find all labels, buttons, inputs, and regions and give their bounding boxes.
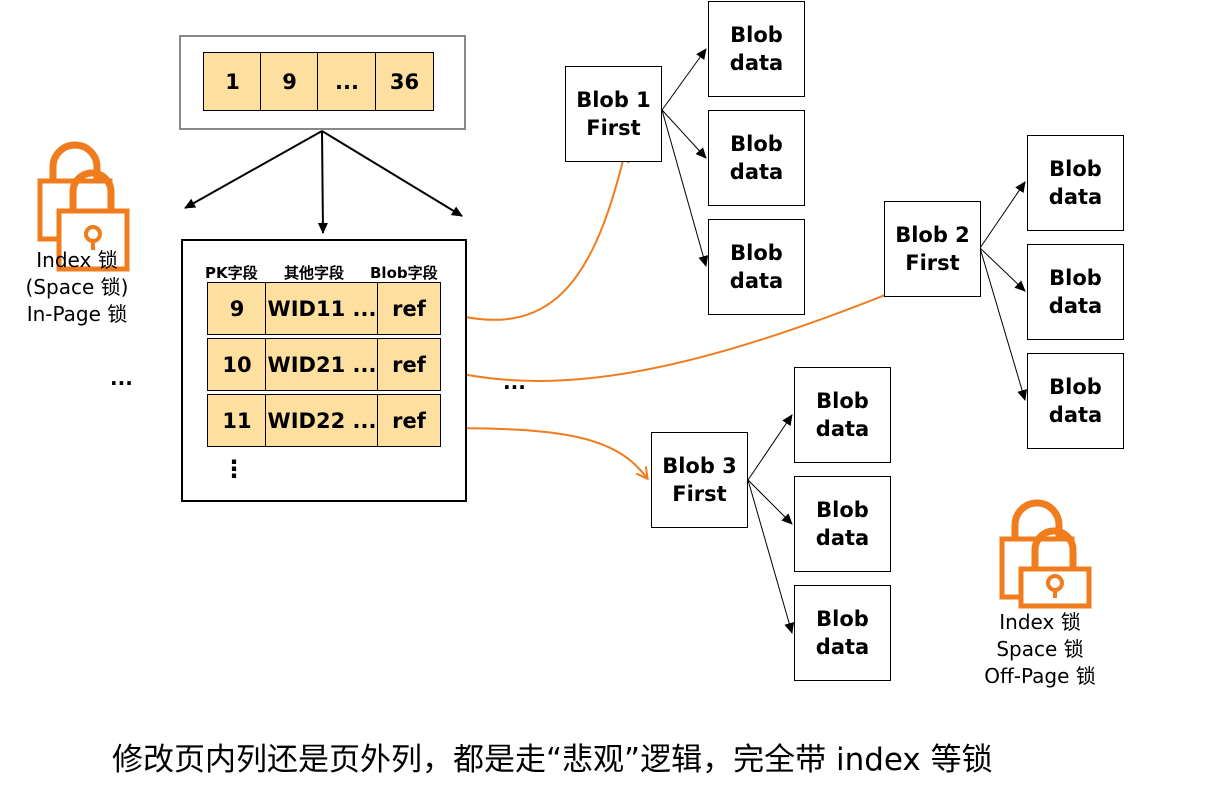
blob-data-page: Blob data [1027, 244, 1124, 340]
blob-data-label: Blob [730, 132, 783, 156]
root-arrow-right [321, 130, 463, 217]
blob-data-page: Blob data [708, 1, 805, 97]
root-key: ... [317, 52, 377, 111]
root-key: 9 [260, 52, 319, 111]
blob-first-label: Blob 2 [895, 223, 970, 247]
ellipsis-mid: ... [503, 370, 526, 394]
row-pk: 10 [207, 338, 267, 391]
blob-data-label: Blob [816, 607, 869, 631]
blob-first-label: Blob 1 [576, 88, 651, 112]
blob-first-2: Blob 2 First [884, 201, 981, 297]
header-pk: PK字段 [205, 264, 258, 282]
blob-data-label: data [815, 417, 870, 441]
blob-data-label: data [729, 160, 784, 184]
blob-data-page: Blob data [794, 476, 891, 572]
root-arrow-left [184, 130, 323, 209]
caption: 修改页内列还是页外列，都是走“悲观”逻辑，完全带 index 等锁 [112, 742, 993, 778]
row-pk: 11 [207, 394, 267, 447]
blob-first-label: First [672, 482, 727, 506]
ref-arrow-2 [439, 287, 905, 382]
lock-icon [999, 499, 1092, 609]
leaf-more-rows: ⋮ [222, 455, 246, 483]
root-arrow-mid [317, 130, 328, 234]
left-lock-line: Index 锁 [36, 248, 118, 272]
ref-arrow-1 [439, 152, 625, 321]
right-lock-line: Index 锁 [999, 610, 1081, 634]
blob-data-page: Blob data [708, 110, 805, 206]
blob-data-label: data [729, 51, 784, 75]
row-other: WID22 ... [265, 394, 379, 447]
lock-icon [37, 141, 130, 272]
row-blob-ref: ref [377, 338, 441, 391]
blob-data-page: Blob data [708, 219, 805, 315]
blob-first-label: First [586, 116, 641, 140]
blob-first-1: Blob 1 First [565, 66, 662, 162]
blob-data-label: Blob [1049, 266, 1102, 290]
blob-data-label: data [1048, 294, 1103, 318]
row-other: WID21 ... [265, 338, 379, 391]
blob-data-label: Blob [730, 23, 783, 47]
blob-data-label: Blob [816, 389, 869, 413]
right-lock-label: Index 锁 Space 锁 Off-Page 锁 [965, 609, 1115, 690]
blob-data-page: Blob data [794, 367, 891, 463]
blob-data-label: data [815, 635, 870, 659]
left-lock-line: In-Page 锁 [26, 302, 128, 326]
header-blob: Blob字段 [370, 264, 438, 282]
row-blob-ref: ref [377, 394, 441, 447]
blob-data-label: data [1048, 403, 1103, 427]
left-lock-line: (Space 锁) [25, 275, 129, 299]
blob-first-3: Blob 3 First [651, 432, 748, 528]
root-key: 1 [203, 52, 262, 111]
blob-data-label: data [729, 269, 784, 293]
blob-data-label: data [1048, 185, 1103, 209]
row-pk: 9 [207, 282, 267, 335]
blob-data-page: Blob data [1027, 353, 1124, 449]
ref-arrow-3 [439, 427, 647, 478]
right-lock-line: Space 锁 [996, 637, 1084, 661]
left-lock-label: Index 锁 (Space 锁) In-Page 锁 [2, 247, 152, 328]
row-other: WID11 ... [265, 282, 379, 335]
header-other: 其他字段 [284, 264, 345, 282]
blob-data-page: Blob data [1027, 135, 1124, 231]
right-lock-line: Off-Page 锁 [984, 664, 1096, 688]
blob-first-label: First [905, 251, 960, 275]
blob-data-label: Blob [1049, 157, 1102, 181]
root-key: 36 [375, 52, 434, 111]
row-blob-ref: ref [377, 282, 441, 335]
blob-first-label: Blob 3 [662, 454, 737, 478]
blob-data-label: Blob [730, 241, 783, 265]
blob-data-page: Blob data [794, 585, 891, 681]
ellipsis-left: ... [110, 366, 133, 390]
blob-data-label: Blob [816, 498, 869, 522]
blob-data-label: data [815, 526, 870, 550]
blob-data-label: Blob [1049, 375, 1102, 399]
